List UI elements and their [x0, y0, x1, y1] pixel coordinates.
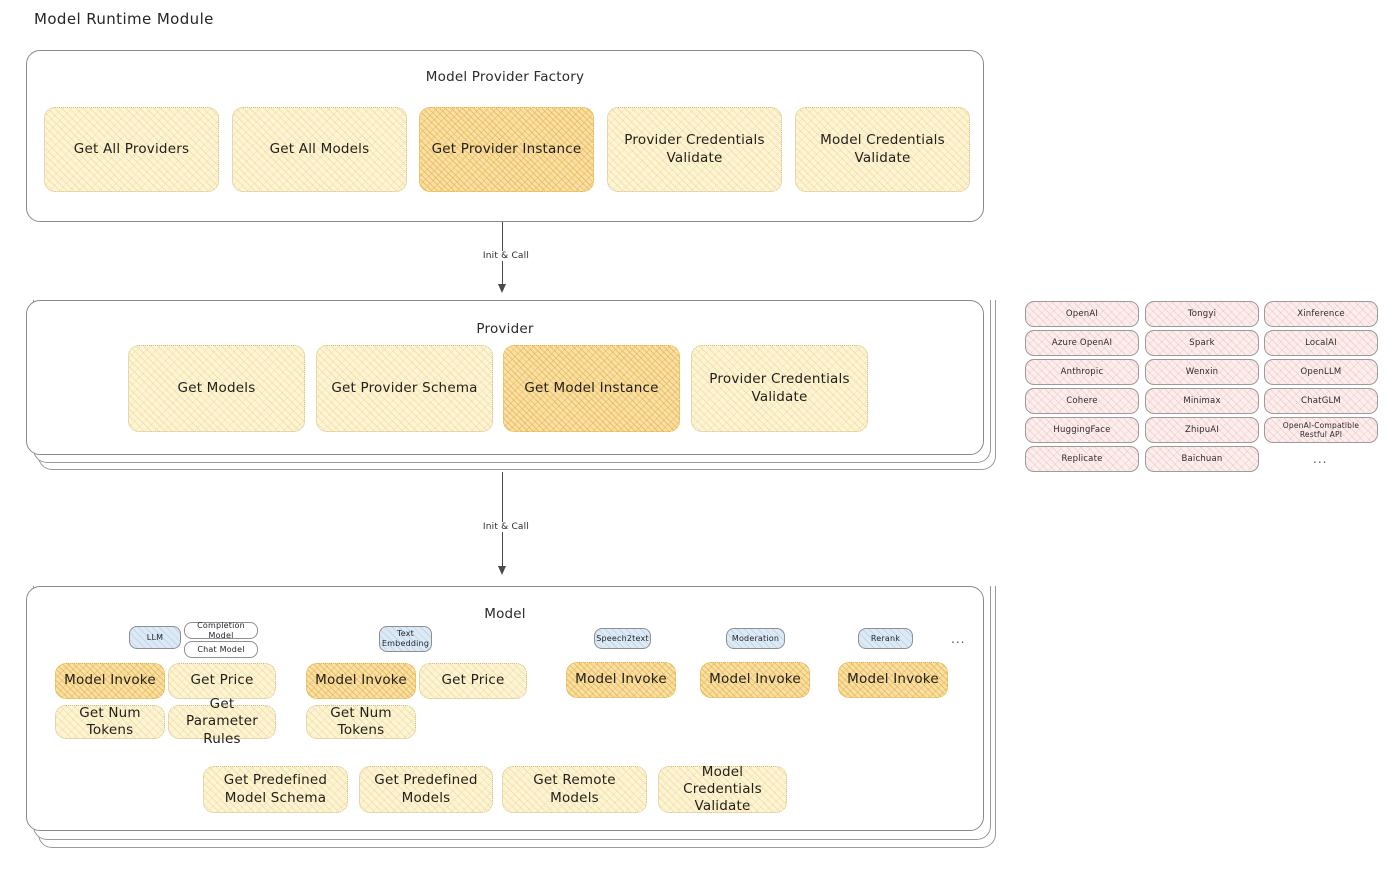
- provider-box-get-provider-schema[interactable]: Get Provider Schema: [316, 345, 493, 432]
- provider-chip-xinference[interactable]: Xinference: [1264, 301, 1378, 327]
- provider-list-ellipsis: ...: [1313, 452, 1328, 466]
- model-types-ellipsis: ...: [951, 632, 966, 646]
- model-common-op-get-remote-models[interactable]: Get Remote Models: [502, 766, 647, 813]
- connector-1-arrowhead: [497, 284, 506, 293]
- factory-box-get-provider-instance[interactable]: Get Provider Instance: [419, 107, 594, 192]
- provider-chip-openai[interactable]: OpenAI: [1025, 301, 1139, 327]
- text-embedding-op-model-invoke[interactable]: Model Invoke: [306, 663, 416, 699]
- factory-box-get-all-providers[interactable]: Get All Providers: [44, 107, 219, 192]
- provider-box-get-models[interactable]: Get Models: [128, 345, 305, 432]
- provider-chip-baichuan[interactable]: Baichuan: [1145, 446, 1259, 472]
- model-type-badge-text-embedding[interactable]: Text Embedding: [379, 626, 432, 652]
- provider-chip-openllm[interactable]: OpenLLM: [1264, 359, 1378, 385]
- provider-chip-minimax[interactable]: Minimax: [1145, 388, 1259, 414]
- provider-chip-cohere[interactable]: Cohere: [1025, 388, 1139, 414]
- provider-box-provider-credentials-validate[interactable]: Provider Credentials Validate: [691, 345, 868, 432]
- provider-chip-anthropic[interactable]: Anthropic: [1025, 359, 1139, 385]
- provider-chip-replicate[interactable]: Replicate: [1025, 446, 1139, 472]
- provider-chip-huggingface[interactable]: HuggingFace: [1025, 417, 1139, 443]
- provider-chip-localai[interactable]: LocalAI: [1264, 330, 1378, 356]
- connector-2-label: Init & Call: [452, 522, 560, 532]
- provider-chip-chatglm[interactable]: ChatGLM: [1264, 388, 1378, 414]
- factory-box-provider-credentials-validate[interactable]: Provider Credentials Validate: [607, 107, 782, 192]
- provider-title: Provider: [476, 321, 534, 337]
- model-provider-factory-title: Model Provider Factory: [425, 69, 585, 85]
- provider-chip-spark[interactable]: Spark: [1145, 330, 1259, 356]
- model-type-badge-rerank[interactable]: Rerank: [858, 628, 913, 649]
- llm-op-get-num-tokens[interactable]: Get Num Tokens: [55, 705, 165, 739]
- model-common-op-get-predefined-model-schema[interactable]: Get Predefined Model Schema: [203, 766, 348, 813]
- model-subtype-badge-completion-model[interactable]: Completion Model: [184, 621, 258, 640]
- model-subtype-badge-chat-model[interactable]: Chat Model: [184, 641, 258, 658]
- model-title: Model: [484, 606, 526, 622]
- factory-box-model-credentials-validate[interactable]: Model Credentials Validate: [795, 107, 970, 192]
- model-type-badge-moderation[interactable]: Moderation: [726, 628, 785, 649]
- provider-chip-zhipuai[interactable]: ZhipuAI: [1145, 417, 1259, 443]
- text-embedding-op-get-price[interactable]: Get Price: [419, 663, 527, 699]
- connector-1-label: Init & Call: [452, 251, 560, 261]
- model-common-op-model-credentials-validate[interactable]: Model Credentials Validate: [658, 764, 787, 814]
- provider-chip-openai-compatible-restful-api[interactable]: OpenAI-Compatible Restful API: [1264, 417, 1378, 443]
- page-title: Model Runtime Module: [34, 10, 214, 28]
- model-type-badge-llm[interactable]: LLM: [129, 626, 181, 649]
- speech2text-op-model-invoke[interactable]: Model Invoke: [566, 662, 676, 698]
- llm-op-get-parameter-rules[interactable]: Get Parameter Rules: [168, 696, 276, 747]
- llm-op-get-price[interactable]: Get Price: [168, 663, 276, 699]
- model-common-op-get-predefined-models[interactable]: Get Predefined Models: [359, 766, 493, 813]
- factory-box-get-all-models[interactable]: Get All Models: [232, 107, 407, 192]
- rerank-op-model-invoke[interactable]: Model Invoke: [838, 662, 948, 698]
- text-embedding-op-get-num-tokens[interactable]: Get Num Tokens: [306, 705, 416, 739]
- provider-chip-tongyi[interactable]: Tongyi: [1145, 301, 1259, 327]
- model-type-badge-speech2text[interactable]: Speech2text: [594, 628, 651, 649]
- llm-op-model-invoke[interactable]: Model Invoke: [55, 663, 165, 699]
- provider-chip-wenxin[interactable]: Wenxin: [1145, 359, 1259, 385]
- moderation-op-model-invoke[interactable]: Model Invoke: [700, 662, 810, 698]
- provider-chip-azure-openai[interactable]: Azure OpenAI: [1025, 330, 1139, 356]
- provider-box-get-model-instance[interactable]: Get Model Instance: [503, 345, 680, 432]
- connector-2-arrowhead: [497, 566, 506, 575]
